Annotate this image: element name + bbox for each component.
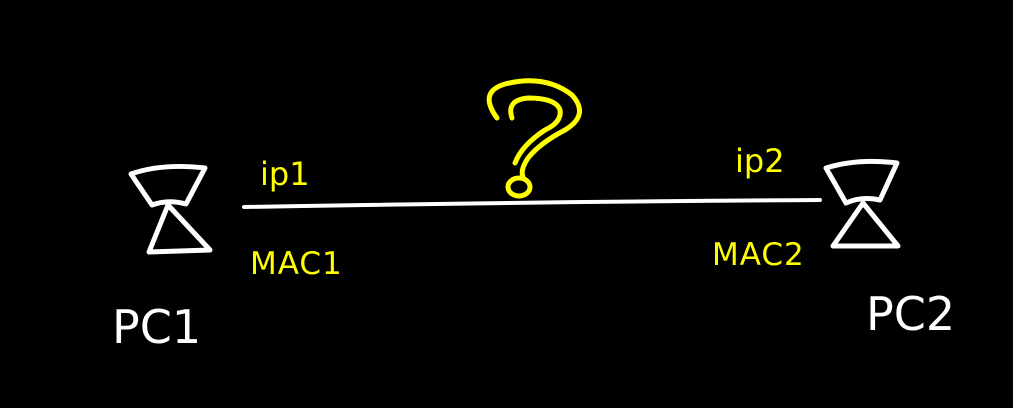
question-mark-icon	[486, 78, 582, 199]
pc2-ip-label: ip2	[735, 142, 785, 180]
pc2-mac-label: MAC2	[712, 237, 805, 273]
pc2-label: PC2	[866, 287, 955, 341]
connection-line	[242, 198, 822, 209]
pc1-label: PC1	[112, 300, 201, 354]
pc1-computer-icon	[128, 163, 213, 255]
pc1-ip-label: ip1	[260, 155, 310, 193]
pc2-computer-icon	[823, 158, 901, 249]
pc1-mac-label: MAC1	[250, 246, 343, 282]
